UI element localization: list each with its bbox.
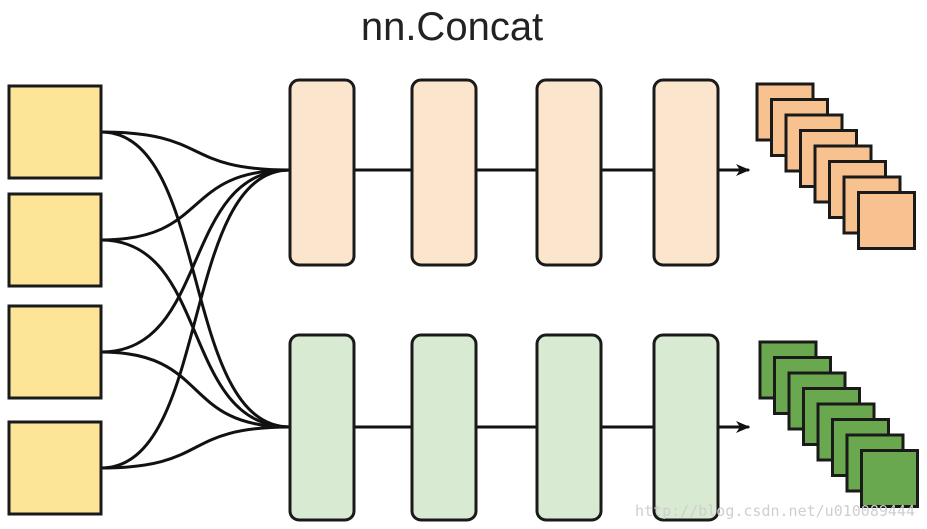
branches — [288, 78, 919, 522]
connection-line — [99, 238, 292, 429]
diagram-title: nn.Concat — [361, 5, 543, 49]
input-block — [7, 420, 103, 516]
upper-branch — [288, 78, 916, 267]
input-block — [7, 84, 103, 180]
input-block — [7, 192, 103, 288]
layer-block — [288, 333, 356, 522]
layer-block — [410, 333, 478, 522]
output-feature-map — [860, 449, 919, 508]
lower-branch — [288, 333, 919, 522]
layer-block — [288, 78, 356, 267]
input-blocks — [7, 84, 103, 516]
connection-line — [99, 168, 292, 470]
layer-block — [535, 333, 603, 522]
connection-wires — [99, 130, 292, 470]
connection-line — [99, 425, 292, 470]
watermark: http://blog.csdn.net/u010089444 — [635, 502, 915, 520]
layer-block — [535, 78, 603, 267]
connection-line — [99, 130, 292, 172]
output-feature-map — [857, 191, 916, 250]
connection-line — [99, 168, 292, 242]
connection-line — [99, 168, 292, 354]
connection-line — [99, 350, 292, 429]
connection-line — [99, 130, 292, 429]
layer-block — [410, 78, 478, 267]
layer-block — [652, 333, 720, 522]
layer-block — [652, 78, 720, 267]
input-block — [7, 304, 103, 400]
